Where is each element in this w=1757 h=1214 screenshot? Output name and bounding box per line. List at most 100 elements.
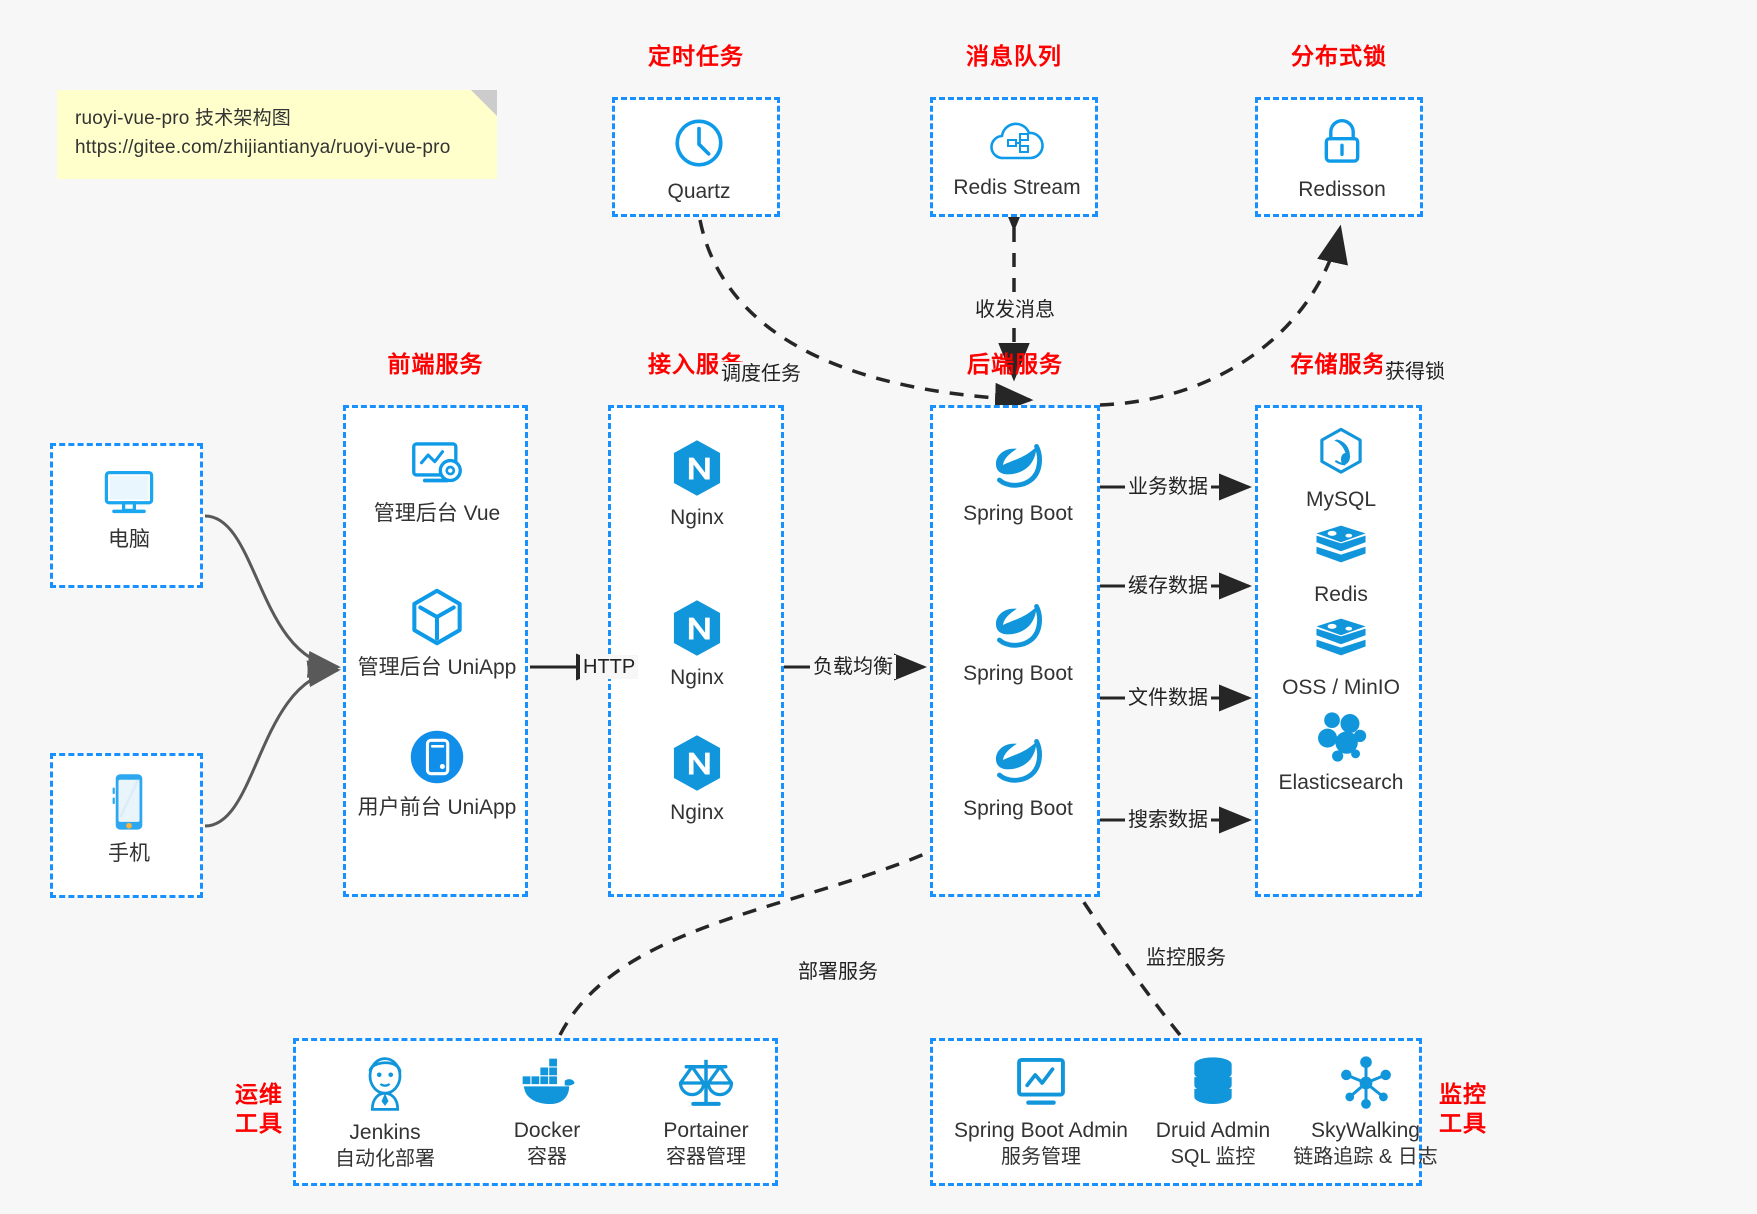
node-nginx-1[interactable]: Nginx: [612, 438, 782, 531]
diagram-note: ruoyi-vue-pro 技术架构图 https://gitee.com/zh…: [57, 90, 497, 179]
node-admin-vue[interactable]: 管理后台 Vue: [352, 436, 522, 527]
node-oss-minio[interactable]: OSS / MinIO: [1256, 616, 1426, 701]
node-label: Nginx: [670, 506, 724, 529]
note-line-title: ruoyi-vue-pro 技术架构图: [75, 108, 292, 129]
group-title-devops-line2: 工具: [235, 1109, 283, 1136]
lock-icon: [1324, 119, 1360, 163]
node-sublabel: 链路追踪 & 日志: [1293, 1146, 1438, 1169]
group-box-lock[interactable]: Redisson: [1255, 97, 1423, 217]
edge-label-schedule: 调度任务: [718, 362, 804, 386]
mysql-dolphin-icon: [1320, 427, 1362, 474]
group-box-monitoring[interactable]: Spring Boot Admin 服务管理 Druid Admin SQL 监…: [930, 1038, 1438, 1186]
note-fold-icon: [471, 90, 497, 116]
nginx-icon: [673, 440, 721, 496]
group-title-monitoring-line2: 工具: [1439, 1109, 1487, 1136]
node-nginx-2[interactable]: Nginx: [612, 598, 782, 691]
edge-label-lb: 负载均衡: [810, 655, 896, 679]
skywalking-icon: [1340, 1056, 1391, 1109]
node-spring-boot-1[interactable]: Spring Boot: [933, 436, 1103, 527]
edge-label-http: HTTP: [580, 655, 639, 679]
node-mobile[interactable]: 手机: [44, 772, 214, 867]
node-nginx-3[interactable]: Nginx: [612, 733, 782, 826]
node-elasticsearch[interactable]: Elasticsearch: [1256, 711, 1426, 796]
node-redis[interactable]: Redis: [1256, 523, 1426, 608]
node-label: Portainer: [663, 1119, 749, 1142]
spring-leaf-icon: [995, 604, 1042, 648]
note-line-url: https://gitee.com/zhijiantianya/ruoyi-vu…: [75, 137, 451, 159]
node-user-uniapp[interactable]: 用户前台 UniApp: [352, 726, 522, 821]
group-title-devops-line1: 运维: [235, 1081, 283, 1107]
node-admin-uniapp[interactable]: 管理后台 UniApp: [352, 586, 522, 681]
node-label: 管理后台 Vue: [373, 502, 501, 525]
group-title-lock: 分布式锁: [1291, 43, 1387, 69]
group-box-frontend[interactable]: 管理后台 Vue 管理后台 UniApp 用户前台 UniApp: [343, 405, 528, 897]
node-label: Druid Admin: [1155, 1119, 1271, 1142]
group-box-mq[interactable]: Redis Stream: [930, 97, 1098, 217]
edge-label-deploy: 部署服务: [795, 960, 881, 984]
node-redisson[interactable]: Redisson: [1257, 114, 1427, 203]
node-quartz[interactable]: Quartz: [614, 114, 784, 205]
group-box-storage[interactable]: MySQL Redis OSS / MinIO: [1255, 405, 1422, 897]
node-label: Nginx: [670, 666, 724, 689]
node-spring-boot-3[interactable]: Spring Boot: [933, 731, 1103, 822]
node-label: OSS / MinIO: [1282, 676, 1400, 699]
group-title-scheduler: 定时任务: [648, 43, 744, 69]
scales-icon: [678, 1059, 734, 1106]
mobile-icon: [112, 774, 143, 830]
group-title-storage: 存储服务: [1290, 351, 1387, 377]
edge-label-get-lock: 获得锁: [1382, 360, 1448, 384]
group-title-monitoring-line1: 监控: [1439, 1081, 1487, 1107]
node-sublabel: 容器: [527, 1146, 567, 1169]
node-label: Redis: [1314, 583, 1368, 606]
edge-label-file-data: 文件数据: [1125, 686, 1211, 710]
node-portainer[interactable]: Portainer 容器管理: [621, 1055, 791, 1170]
edge-label-biz-data: 业务数据: [1125, 475, 1211, 499]
group-box-client-desktop[interactable]: 电脑: [50, 443, 203, 588]
group-title-backend: 后端服务: [967, 351, 1063, 377]
desktop-icon: [104, 471, 154, 514]
node-label: Nginx: [670, 801, 724, 824]
redis-stack-icon: [1316, 525, 1366, 563]
jenkins-butler-icon: [368, 1057, 402, 1111]
group-box-gateway[interactable]: Nginx Nginx Nginx: [608, 405, 784, 897]
node-label: 手机: [108, 842, 150, 865]
spring-leaf-icon: [995, 444, 1042, 488]
group-box-client-mobile[interactable]: 手机: [50, 753, 203, 898]
node-desktop[interactable]: 电脑: [44, 464, 214, 553]
node-redis-stream[interactable]: Redis Stream: [932, 114, 1102, 201]
database-icon: [1194, 1057, 1232, 1104]
node-label: Docker: [513, 1119, 581, 1142]
node-label: 管理后台 UniApp: [357, 656, 517, 679]
node-label: SkyWalking: [1311, 1119, 1420, 1142]
node-spring-boot-2[interactable]: Spring Boot: [933, 596, 1103, 687]
group-title-frontend: 前端服务: [387, 351, 484, 377]
node-spring-boot-admin[interactable]: Spring Boot Admin 服务管理: [951, 1055, 1131, 1170]
node-label: Redisson: [1298, 178, 1386, 201]
group-box-backend[interactable]: Spring Boot Spring Boot Spring Boot: [930, 405, 1100, 897]
edge-label-monitor: 监控服务: [1143, 946, 1229, 970]
redis-stack-icon: [1316, 618, 1366, 656]
node-label: 电脑: [108, 528, 150, 551]
node-label: Elasticsearch: [1278, 771, 1404, 794]
node-mysql[interactable]: MySQL: [1256, 426, 1426, 513]
node-label: Spring Boot: [963, 502, 1073, 525]
node-skywalking[interactable]: SkyWalking 链路追踪 & 日志: [1273, 1055, 1458, 1170]
node-druid-admin[interactable]: Druid Admin SQL 监控: [1128, 1055, 1298, 1170]
dashboard-gear-icon: [412, 442, 462, 483]
group-box-devops[interactable]: Jenkins 自动化部署 Docker 容器: [293, 1038, 778, 1186]
node-docker[interactable]: Docker 容器: [462, 1055, 632, 1170]
node-sublabel: 服务管理: [1001, 1146, 1081, 1169]
node-label: Jenkins: [349, 1121, 421, 1144]
group-box-scheduler[interactable]: Quartz: [612, 97, 780, 217]
group-title-monitoring: 监控 工具: [1432, 1080, 1494, 1138]
clock-icon: [675, 119, 723, 167]
group-title-mq: 消息队列: [966, 43, 1062, 69]
node-sublabel: 自动化部署: [335, 1148, 435, 1171]
edge-label-cache-data: 缓存数据: [1125, 574, 1211, 598]
node-label: Spring Boot: [963, 662, 1073, 685]
docker-whale-icon: [520, 1058, 575, 1105]
node-jenkins[interactable]: Jenkins 自动化部署: [300, 1055, 470, 1172]
monitor-chart-icon: [1017, 1057, 1065, 1105]
